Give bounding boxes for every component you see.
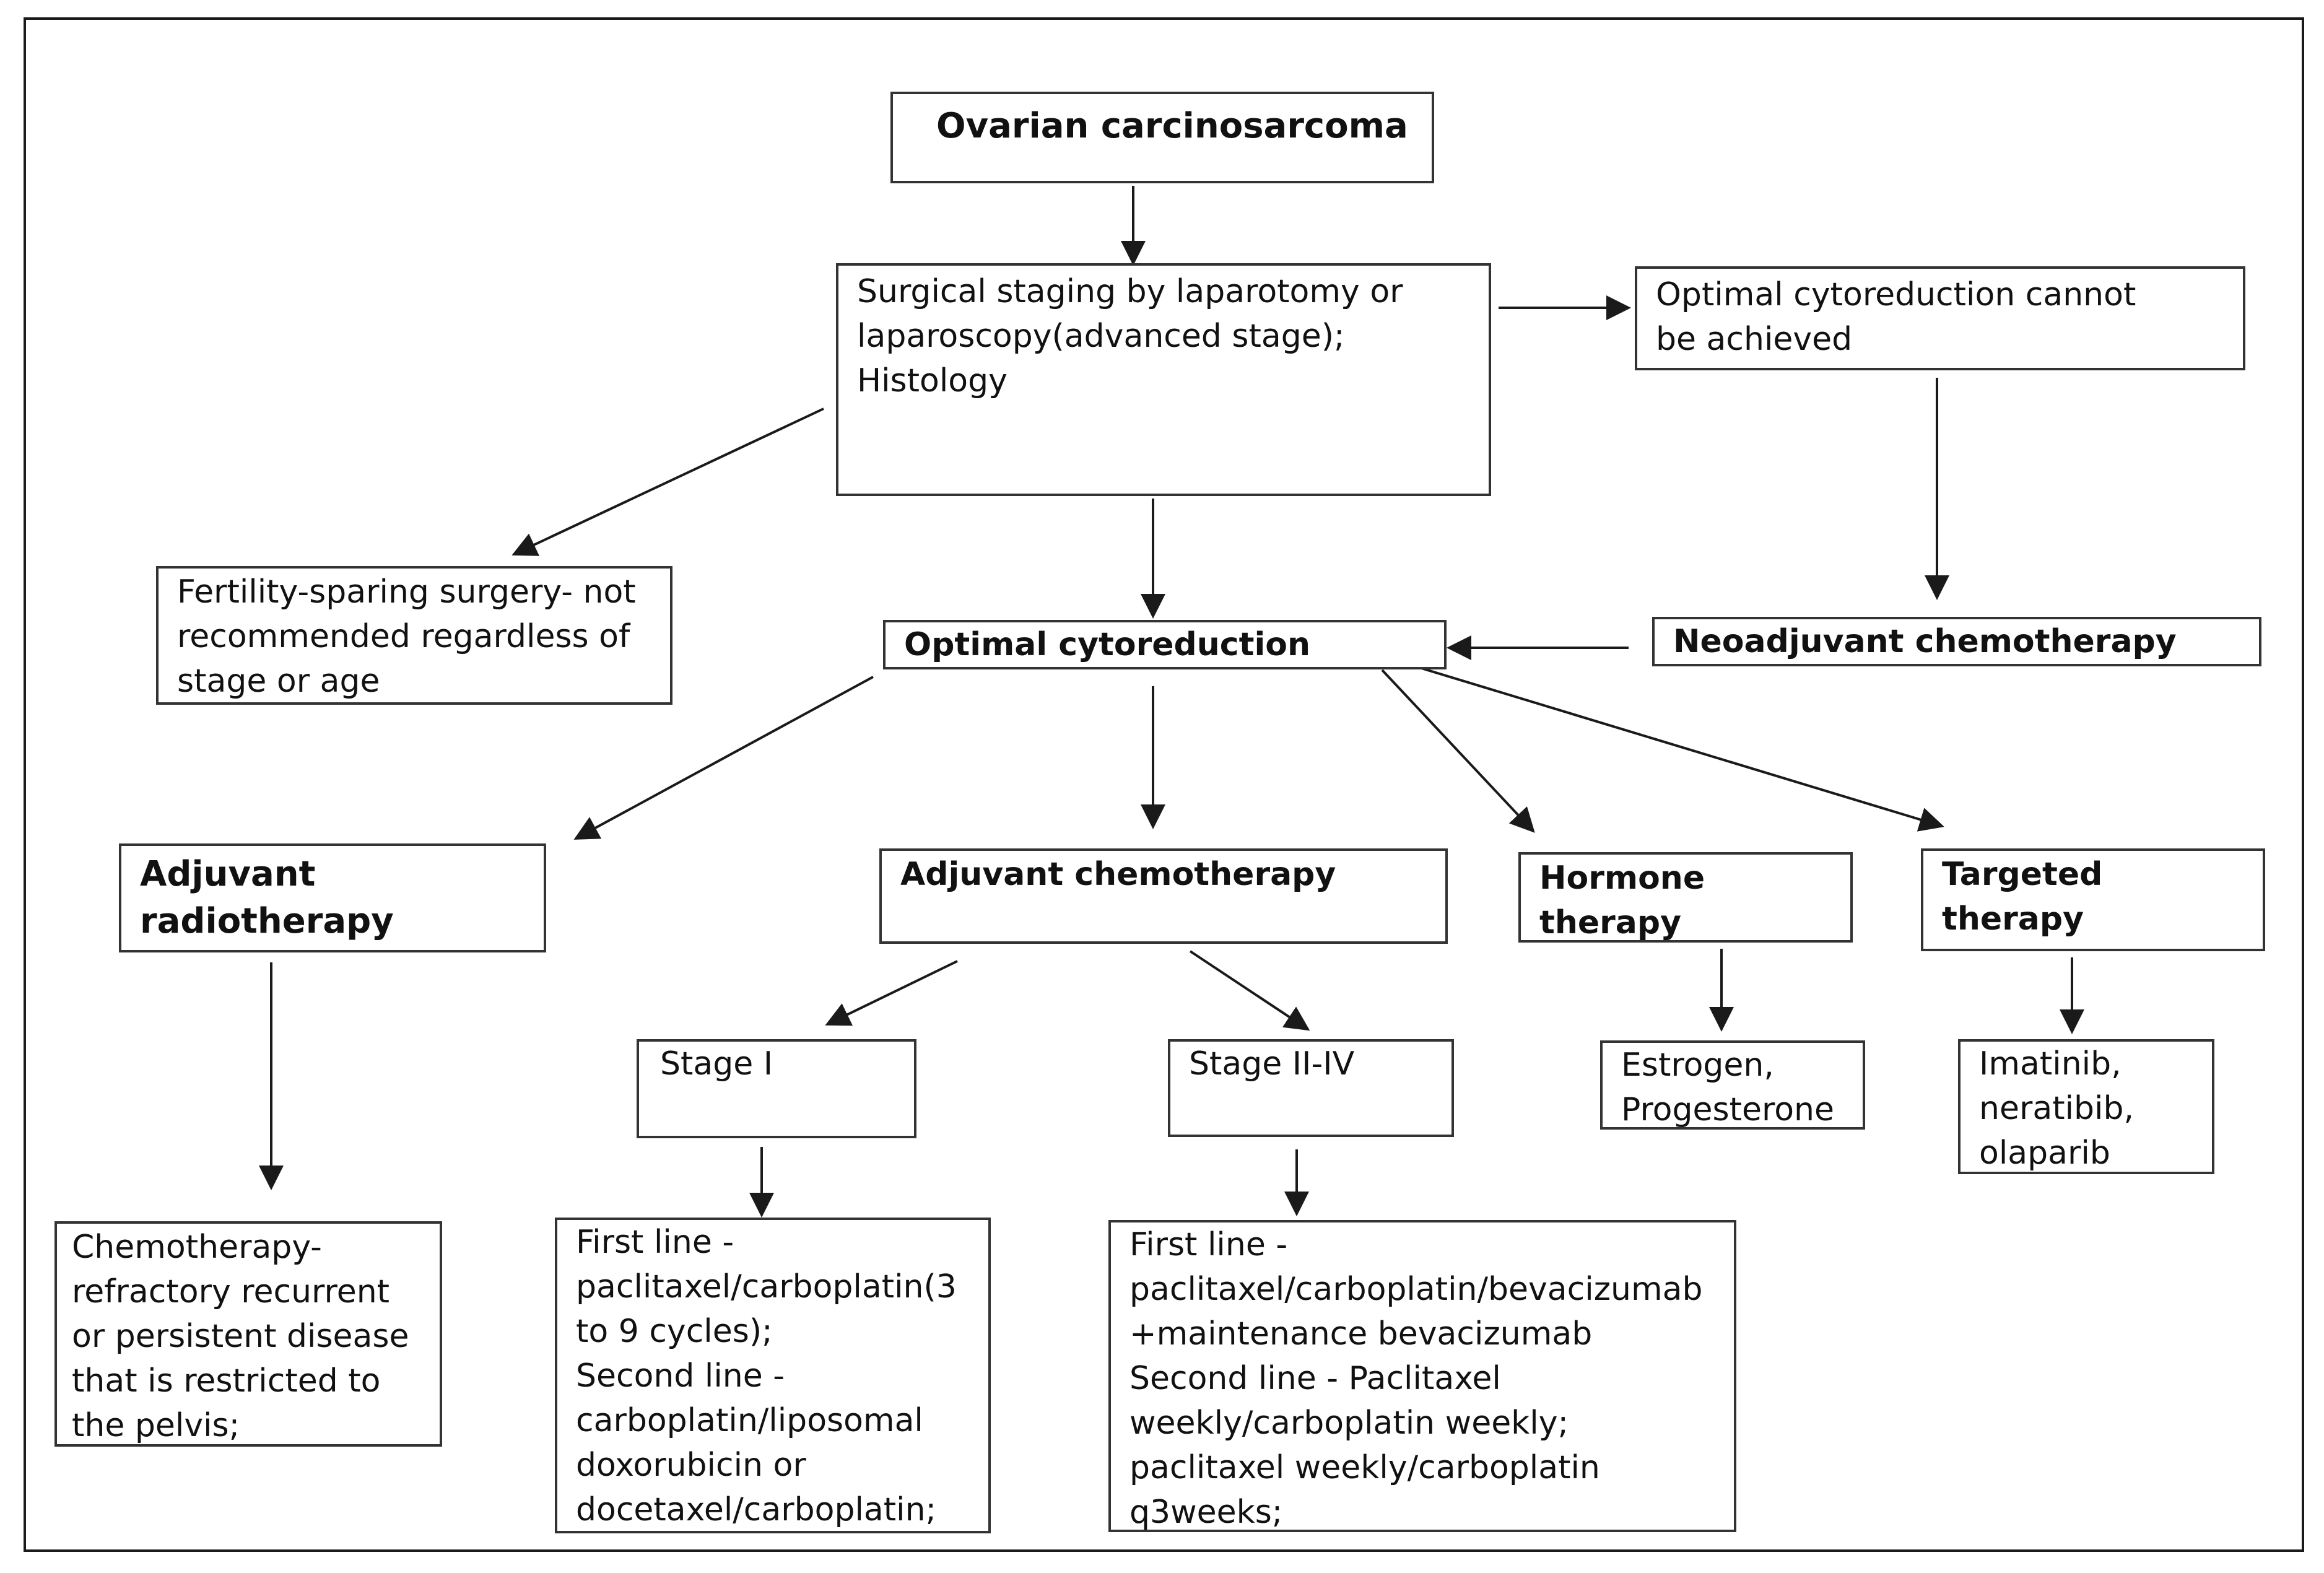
arrow-optimal-to-radio: [573, 676, 874, 840]
node-optimal-cytoreduction-not-achieved: Optimal cytoreduction cannot be achieved: [1635, 266, 2245, 370]
node-chemotherapy-refractory-disease: Chemotherapy- refractory recurrent or pe…: [54, 1221, 442, 1447]
node-stage-ii-iv-regimens: First line - paclitaxel/carboplatin/beva…: [1108, 1220, 1736, 1532]
arrow-optimal-to-targeted: [1419, 666, 1944, 832]
node-fertility-sparing-surgery: Fertility-sparing surgery- not recommend…: [156, 566, 672, 705]
node-stage-i: Stage I: [637, 1039, 916, 1138]
arrow-chemo-to-stage1: [825, 960, 958, 1026]
node-stage-i-regimens: First line - paclitaxel/carboplatin(3 to…: [555, 1218, 991, 1533]
node-optimal-cytoreduction: Optimal cytoreduction: [883, 620, 1447, 669]
arrow-chemo-to-stage2: [1189, 950, 1310, 1031]
node-adjuvant-radiotherapy: Adjuvant radiotherapy: [119, 843, 546, 952]
arrow-staging-to-fertility: [511, 407, 824, 556]
node-stage-ii-iv: Stage II-IV: [1168, 1039, 1454, 1137]
node-neoadjuvant-chemotherapy: Neoadjuvant chemotherapy: [1652, 617, 2261, 666]
node-estrogen-progesterone: Estrogen, Progesterone: [1600, 1040, 1865, 1130]
node-ovarian-carcinosarcoma: Ovarian carcinosarcoma: [890, 92, 1434, 183]
node-adjuvant-chemotherapy: Adjuvant chemotherapy: [879, 848, 1448, 944]
node-targeted-therapy: Targeted therapy: [1921, 848, 2265, 951]
node-surgical-staging: Surgical staging by laparotomy or laparo…: [836, 263, 1491, 496]
node-imatinib-neratibib-olaparib: Imatinib, neratibib, olaparib: [1958, 1039, 2214, 1174]
diagram-frame: [24, 17, 2304, 1552]
arrow-optimal-to-hormone: [1381, 669, 1535, 833]
node-hormone-therapy: Hormone therapy: [1518, 852, 1853, 943]
